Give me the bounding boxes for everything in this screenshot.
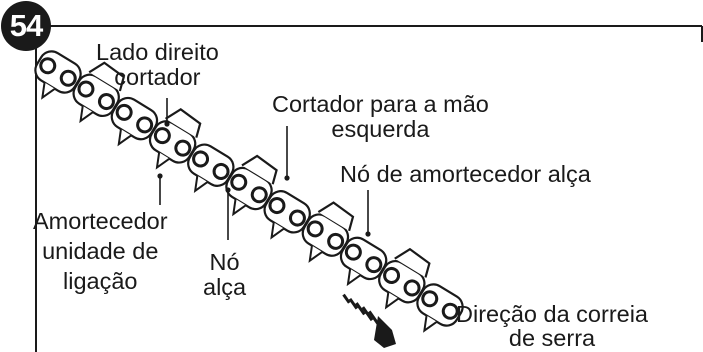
drive-tang	[423, 315, 438, 333]
rivet	[97, 93, 115, 111]
direction-arrow-icon	[342, 293, 396, 348]
cutter-tooth	[164, 108, 202, 138]
drive-tang	[308, 245, 323, 263]
chain-link	[110, 96, 159, 147]
leader-lines	[159, 98, 369, 240]
frame-border	[35, 25, 703, 352]
figure-number-badge: 54	[1, 1, 51, 51]
rivet	[250, 186, 268, 204]
direction-line1: Direção da correia	[456, 301, 649, 327]
drive-tang	[270, 222, 285, 240]
bumper-tie-line3: ligação	[63, 268, 138, 294]
rivet	[174, 139, 192, 157]
chain-direction-label: Direção da correia de serra	[456, 302, 648, 350]
chain-link	[187, 143, 235, 193]
cutter-tooth	[88, 61, 126, 92]
chain-link	[72, 61, 126, 124]
rivet	[115, 103, 133, 121]
drive-link-line1: Nó	[209, 249, 240, 275]
left-cutter-line2: esquerda	[331, 116, 430, 142]
cutter-tooth	[394, 247, 431, 278]
rivet	[441, 302, 459, 320]
rivet	[59, 69, 77, 87]
drive-tang	[41, 82, 56, 100]
rivet	[327, 232, 345, 250]
chain-link	[339, 236, 388, 287]
rivet	[39, 57, 57, 75]
cutter-tooth	[317, 201, 355, 232]
rivet	[212, 162, 230, 180]
drive-tang	[346, 268, 361, 287]
bumper-tie-line1: Amortecedor	[33, 208, 168, 234]
rivet	[288, 209, 306, 227]
leader-markers	[157, 121, 371, 237]
rivet	[268, 197, 286, 215]
right-cutter-line2: cortador	[114, 64, 201, 90]
drive-tang	[193, 175, 209, 193]
left-cutter-label: Cortador para a mão esquerda	[272, 92, 489, 142]
chain-link	[148, 108, 202, 170]
rivet	[383, 266, 401, 284]
bumper-tie-line2: unidade de	[42, 238, 159, 264]
rivet	[192, 150, 210, 168]
saw-chain	[34, 50, 464, 333]
drive-tang	[79, 105, 94, 124]
rivet	[421, 290, 439, 308]
cutter-tooth	[241, 154, 278, 185]
right-cutter-line1: Lado direito	[96, 39, 219, 65]
rivet	[306, 220, 324, 238]
bumper-tie-strap-label: Amortecedor unidade de ligação	[33, 206, 168, 296]
rivet	[136, 116, 154, 134]
rivet	[77, 80, 95, 98]
rivet	[230, 173, 248, 191]
left-cutter-line1: Cortador para a mão	[272, 91, 489, 117]
bumper-drive-link-label: Nó de amortecedor alça	[340, 162, 591, 187]
rivet	[344, 243, 362, 261]
rivet	[403, 279, 421, 297]
right-cutter-label: Lado direito cortador	[96, 40, 219, 90]
drive-tang	[117, 128, 132, 147]
direction-line2: de serra	[508, 325, 596, 351]
rivet	[153, 127, 171, 145]
chain-link	[301, 201, 355, 263]
chain-link	[416, 283, 464, 333]
bumper-drive-link-text: Nó de amortecedor alça	[340, 161, 591, 187]
rivet	[365, 256, 383, 274]
figure-number: 54	[9, 8, 43, 43]
drive-link-line2: alça	[203, 274, 247, 300]
chain-link	[378, 247, 431, 310]
drive-tang	[232, 198, 247, 217]
drive-tang	[384, 292, 400, 310]
drive-tang	[155, 152, 170, 170]
drive-link-label: Nó alça	[203, 250, 246, 300]
